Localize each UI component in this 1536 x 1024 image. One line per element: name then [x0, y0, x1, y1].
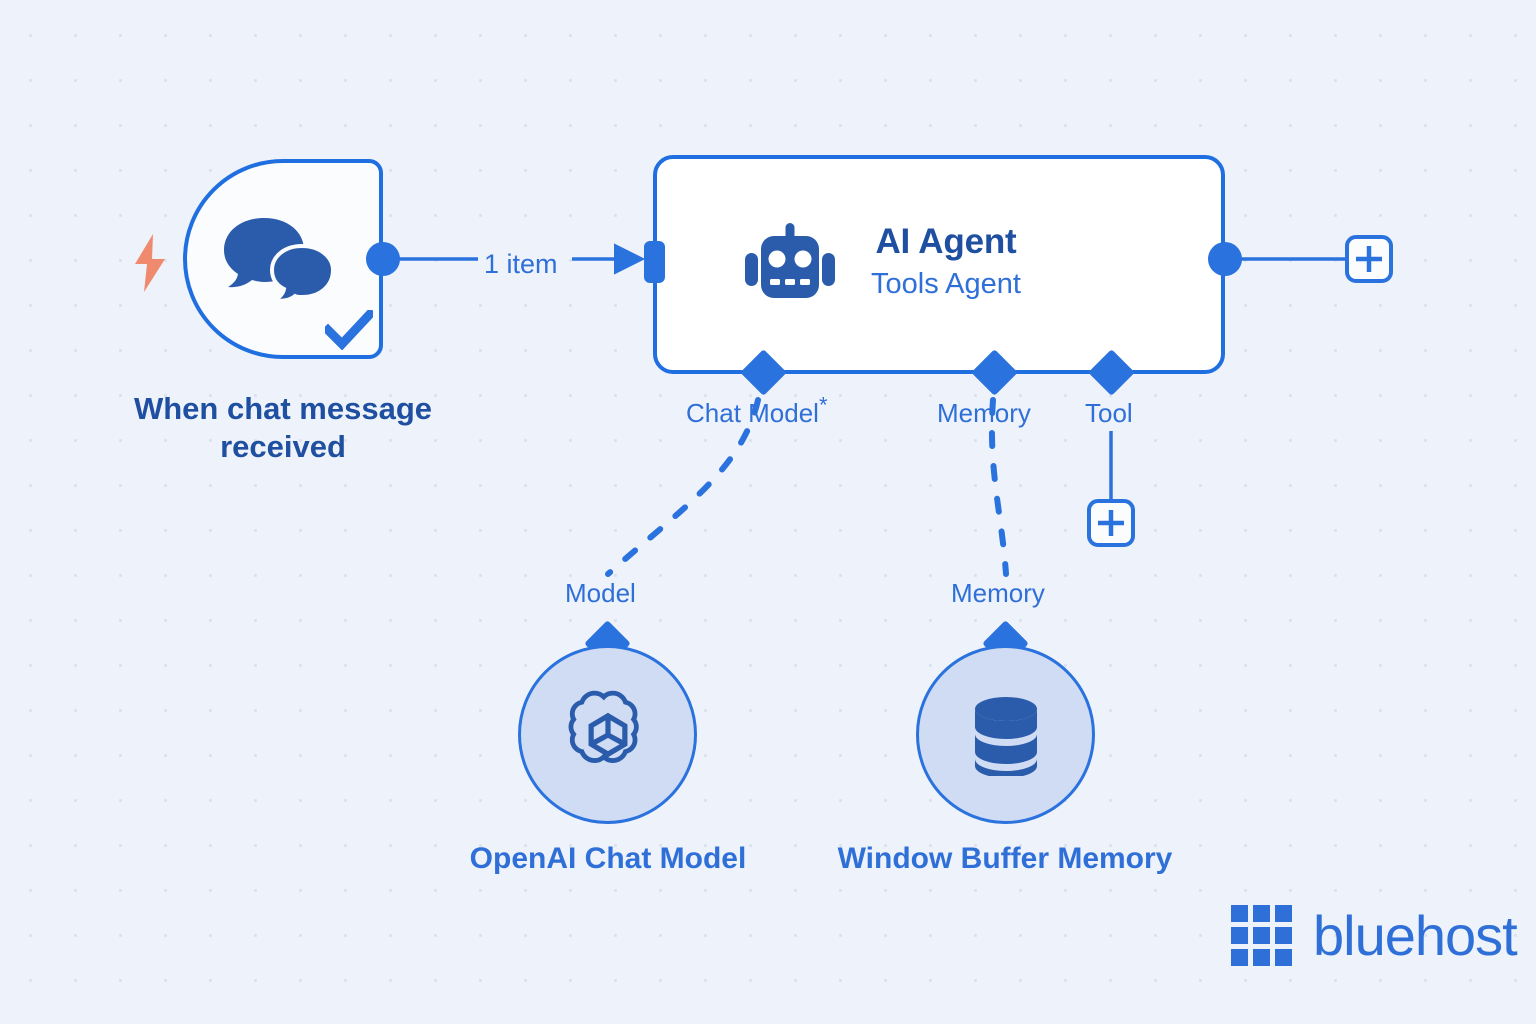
- node-openai-chat-model[interactable]: [518, 645, 697, 824]
- node-ai-agent[interactable]: AI Agent Tools Agent: [653, 155, 1225, 374]
- openai-node-caption: OpenAI Chat Model: [469, 842, 747, 875]
- bluehost-logo: bluehost: [1231, 904, 1518, 967]
- port-label-tool: Tool: [1085, 398, 1133, 428]
- agent-output-port[interactable]: [1208, 242, 1242, 276]
- chat-bubbles-icon: [224, 218, 336, 303]
- edge-label-1-item: 1 item: [478, 248, 564, 281]
- port-label-chat-model: Chat Model*: [686, 394, 828, 428]
- agent-text-block: AI Agent Tools Agent: [871, 222, 1021, 304]
- database-icon: [974, 696, 1037, 776]
- trigger-output-port[interactable]: [366, 242, 400, 276]
- add-tool-button[interactable]: [1087, 499, 1135, 547]
- openai-logo-icon: [568, 690, 639, 763]
- port-label-memory: Memory: [937, 398, 1031, 428]
- bluehost-wordmark: bluehost: [1313, 904, 1518, 967]
- robot-icon: [745, 222, 835, 298]
- agent-input-port[interactable]: [644, 241, 665, 283]
- plus-icon: [1098, 510, 1124, 536]
- sub-port-label-model: Model: [565, 578, 636, 608]
- port-label-chat-model-text: Chat Model: [686, 398, 819, 428]
- trigger-node-caption: When chat message received: [133, 391, 433, 464]
- agent-subtitle: Tools Agent: [871, 267, 1021, 300]
- node-window-buffer-memory[interactable]: [916, 645, 1095, 824]
- plus-icon: [1356, 246, 1382, 272]
- required-asterisk: *: [818, 392, 828, 418]
- sub-port-label-memory: Memory: [951, 578, 1045, 608]
- check-icon: [325, 310, 373, 350]
- grid-3x3-icon: [1231, 905, 1292, 966]
- lightning-bolt-icon: [135, 234, 165, 292]
- add-node-after-agent-button[interactable]: [1345, 235, 1393, 283]
- memory-node-caption: Window Buffer Memory: [837, 842, 1173, 875]
- agent-title: AI Agent: [875, 221, 1017, 261]
